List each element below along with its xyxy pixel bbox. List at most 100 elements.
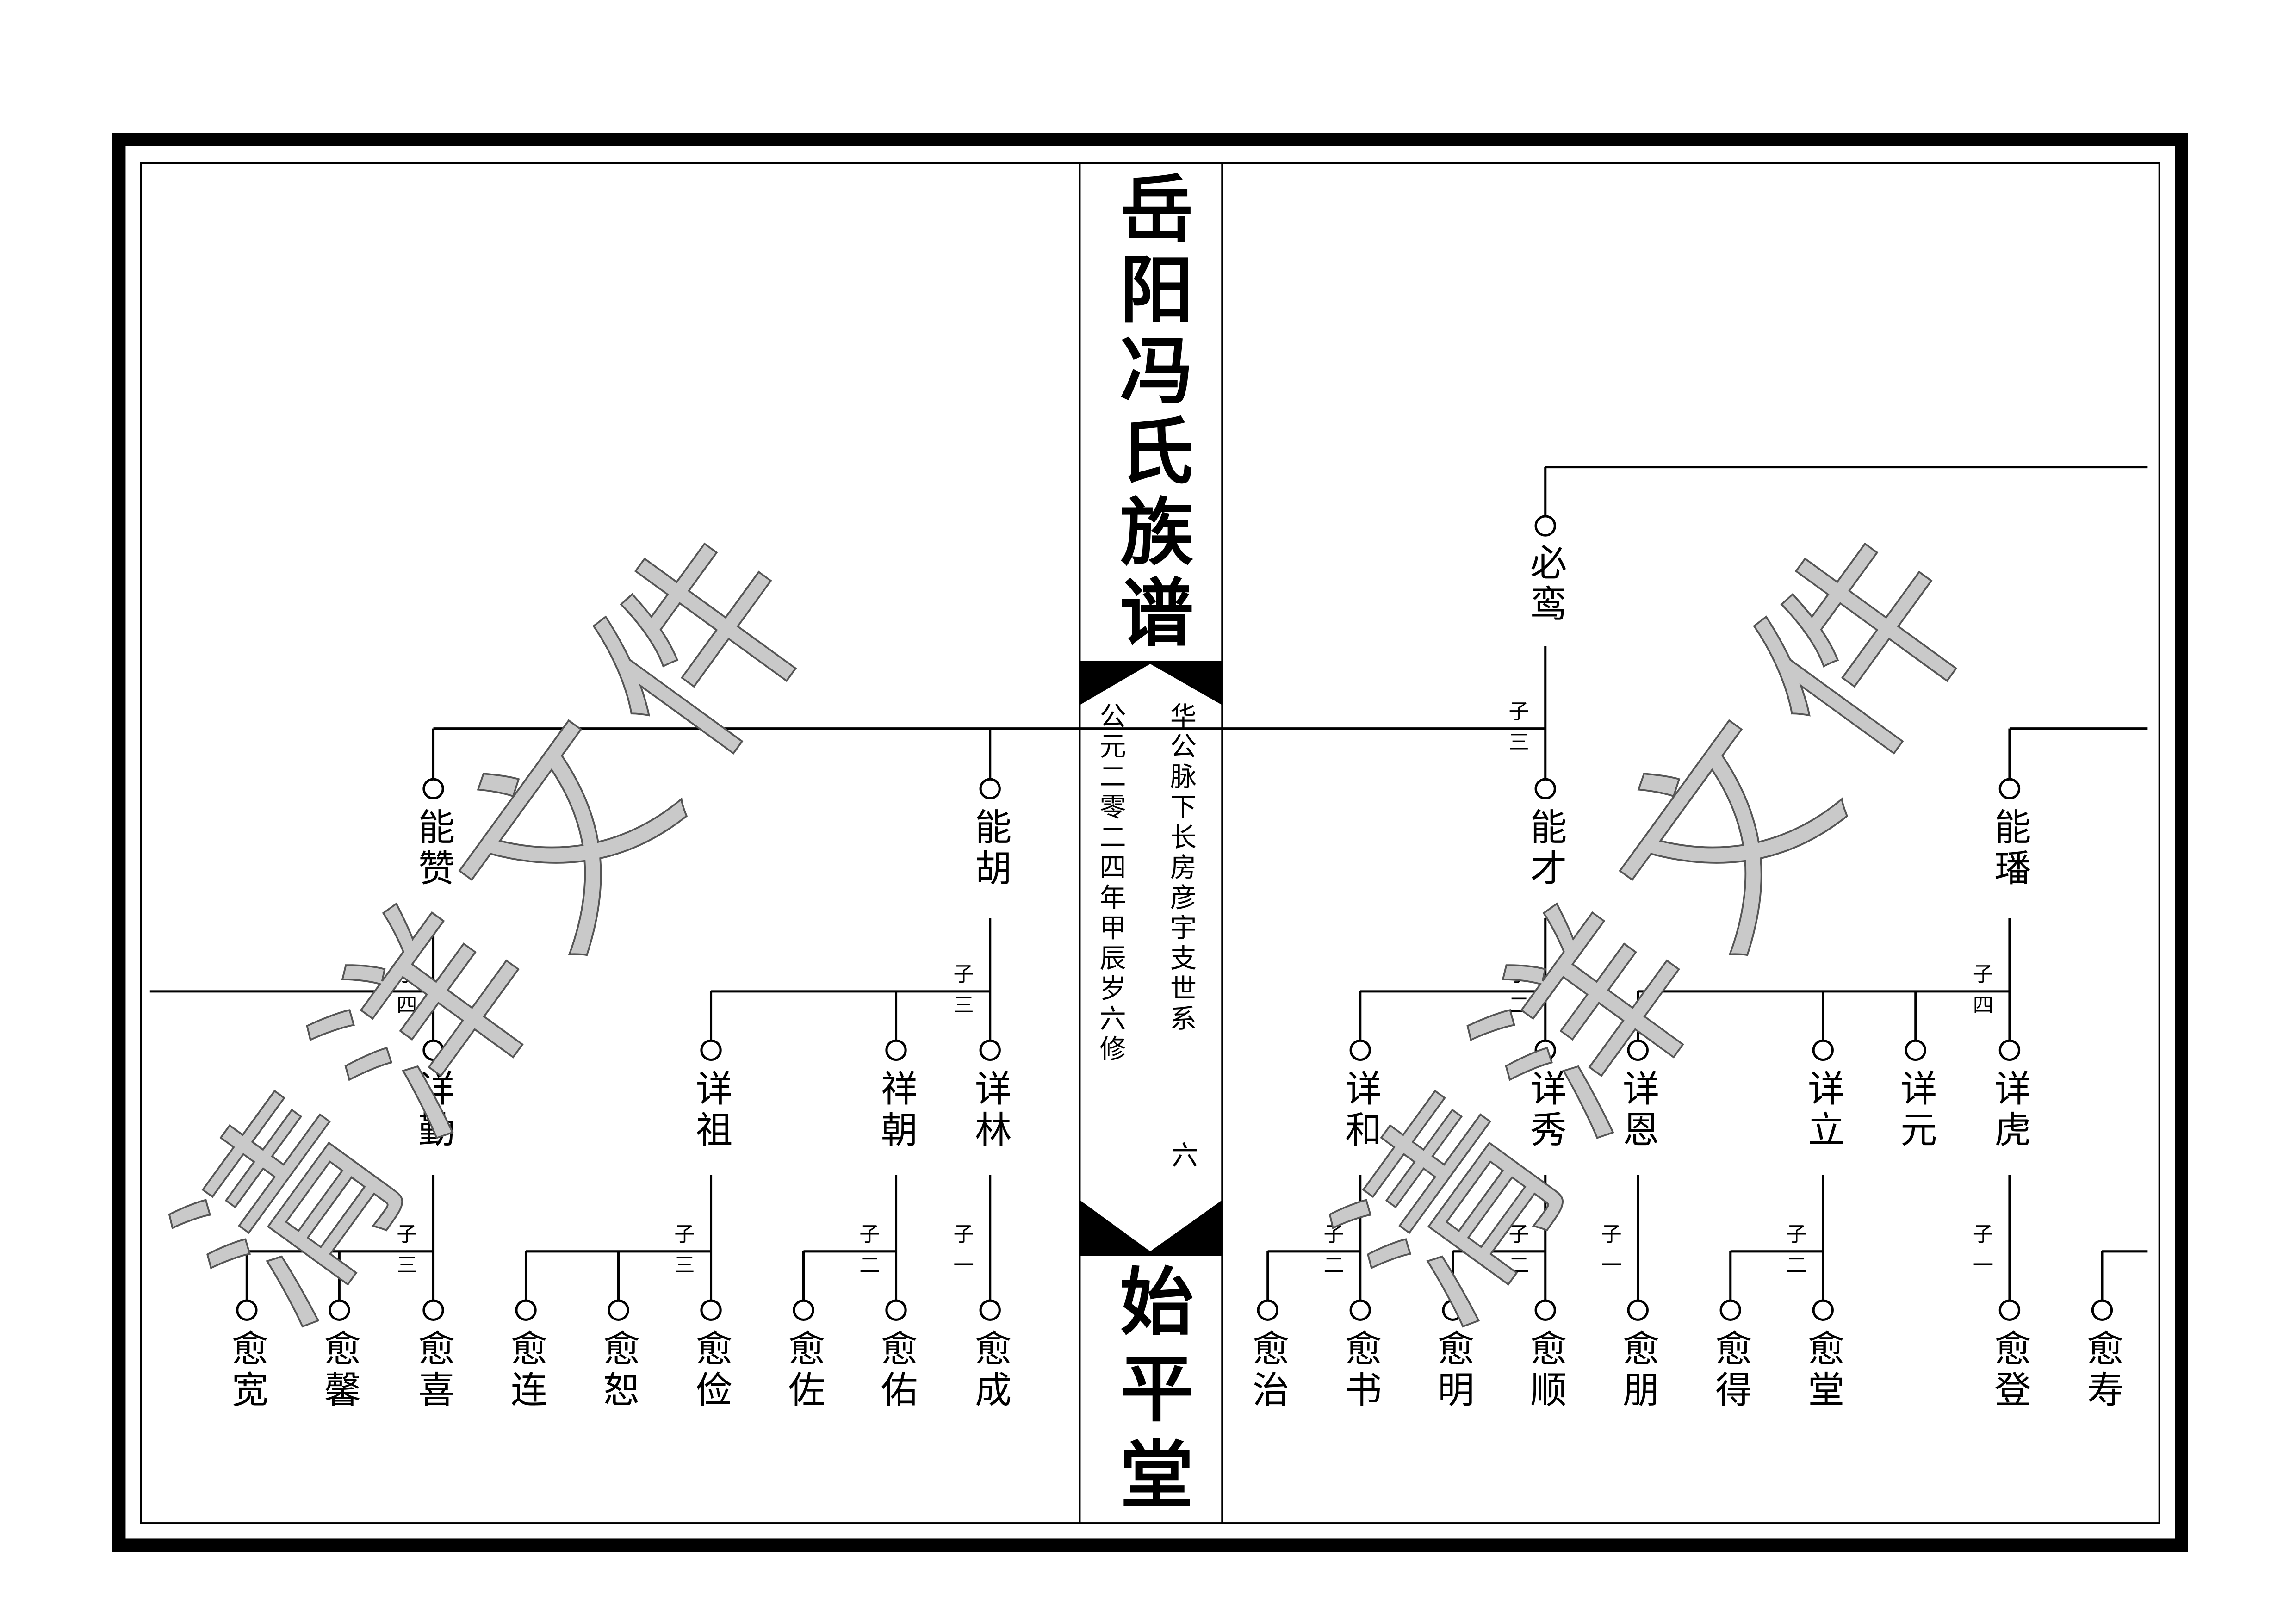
person-marker-icon <box>1719 1299 1741 1321</box>
person-marker-icon <box>1349 1299 1371 1321</box>
person-marker-icon <box>1998 1299 2021 1321</box>
person-name: 愈连 <box>504 1329 547 1412</box>
center-spine: 岳阳冯氏族谱 华公脉下长房彦宇支世系 公元二零二四年甲辰岁六修 六 始平堂 <box>1079 163 1223 1524</box>
person-name: 详立 <box>1801 1069 1844 1152</box>
person-marker-icon <box>1257 1299 1278 1321</box>
son-count: 一 <box>953 1253 974 1277</box>
bottom-band <box>1080 1200 1222 1256</box>
son-label: 子 <box>953 963 974 986</box>
person-name: 详祖 <box>689 1069 732 1152</box>
son-label: 子 <box>1973 1223 1993 1246</box>
person-name: 愈寿 <box>2080 1329 2123 1412</box>
person-marker-icon <box>1998 1039 2021 1061</box>
person-marker-icon <box>1534 515 1556 537</box>
person-marker-icon <box>700 1299 722 1321</box>
son-label: 子 <box>1508 963 1529 986</box>
person-marker-icon <box>422 778 444 799</box>
person-name: 愈治 <box>1246 1329 1289 1412</box>
person-name: 愈恕 <box>597 1329 640 1412</box>
son-label: 子 <box>397 963 417 986</box>
person-name: 能赞 <box>412 808 455 890</box>
person-marker-icon <box>885 1299 907 1321</box>
person-name: 详和 <box>1339 1069 1382 1152</box>
son-count: 一 <box>1601 1253 1621 1277</box>
son-count: 三 <box>953 993 974 1017</box>
person-name: 详恩 <box>1616 1069 1659 1152</box>
person-name: 愈朋 <box>1616 1329 1659 1412</box>
person-marker-icon <box>1534 1039 1556 1061</box>
watermark-right: 清洋文件 <box>1296 471 2037 1364</box>
person-marker-icon <box>1534 778 1556 799</box>
person-marker-icon <box>1905 1039 1926 1061</box>
son-count: 三 <box>1508 731 1529 754</box>
person-name: 愈登 <box>1988 1329 2031 1412</box>
person-name: 愈书 <box>1339 1329 1382 1412</box>
person-name: 愈堂 <box>1801 1329 1844 1412</box>
person-name: 愈俭 <box>689 1329 732 1412</box>
person-marker-icon <box>1998 778 2021 799</box>
son-label: 子 <box>1786 1223 1806 1246</box>
person-marker-icon <box>700 1039 722 1061</box>
son-label: 子 <box>1323 1223 1344 1246</box>
person-name: 愈成 <box>968 1329 1011 1412</box>
person-name: 能才 <box>1524 808 1567 890</box>
son-label: 子 <box>1508 700 1529 723</box>
lineage-label: 华公脉下长房彦宇支世系 <box>1166 702 1196 1035</box>
person-name: 详林 <box>968 1069 1011 1152</box>
person-marker-icon <box>1812 1039 1834 1061</box>
person-name: 愈得 <box>1709 1329 1752 1412</box>
son-label: 子 <box>953 1223 974 1246</box>
person-marker-icon <box>1627 1299 1649 1321</box>
edition-label: 公元二零二四年甲辰岁六修 <box>1095 702 1126 1065</box>
person-marker-icon <box>979 1039 1001 1061</box>
person-name: 愈佑 <box>875 1329 918 1412</box>
person-name: 祥朝 <box>875 1069 918 1152</box>
person-marker-icon <box>1349 1039 1371 1061</box>
page-number: 六 <box>1167 1141 1198 1171</box>
book-title: 岳阳冯氏族谱 <box>1107 170 1193 655</box>
son-label: 子 <box>1508 1223 1529 1246</box>
son-count: 二 <box>859 1253 880 1277</box>
son-label: 子 <box>1601 1223 1621 1246</box>
person-marker-icon <box>515 1299 537 1321</box>
person-marker-icon <box>422 1039 444 1061</box>
person-marker-icon <box>422 1299 444 1321</box>
person-marker-icon <box>2091 1299 2113 1321</box>
person-marker-icon <box>979 1299 1001 1321</box>
son-count: 二 <box>1508 993 1529 1017</box>
person-name: 愈佐 <box>782 1329 825 1412</box>
watermark-left: 清洋文件 <box>136 471 877 1364</box>
person-marker-icon <box>1812 1299 1834 1321</box>
son-label: 子 <box>859 1223 880 1246</box>
person-name: 能胡 <box>968 808 1011 890</box>
person-marker-icon <box>608 1299 629 1321</box>
son-count: 二 <box>1508 1253 1529 1277</box>
watermark-text: 清洋文件 <box>137 471 876 1363</box>
watermark-text: 清洋文件 <box>1297 471 2036 1363</box>
person-marker-icon <box>329 1299 350 1321</box>
son-label: 子 <box>397 1223 417 1246</box>
son-label: 子 <box>674 1223 695 1246</box>
person-name: 详秀 <box>1524 1069 1567 1152</box>
family-tree: 必鸾子三能才能胡能赞能璠子四详勤子三愈喜愈馨愈宽子三详林祥朝详祖子一愈成子二愈佑… <box>149 466 2148 1412</box>
son-count: 四 <box>397 993 417 1017</box>
person-marker-icon <box>885 1039 907 1061</box>
person-name: 愈顺 <box>1524 1329 1567 1412</box>
person-marker-icon <box>1627 1039 1649 1061</box>
hall-name: 始平堂 <box>1107 1263 1193 1523</box>
person-name: 愈宽 <box>225 1329 268 1412</box>
person-name: 愈喜 <box>412 1329 455 1412</box>
person-name: 必鸾 <box>1524 544 1567 626</box>
son-count: 三 <box>397 1253 417 1277</box>
outer-border <box>112 133 2188 1552</box>
person-name: 愈明 <box>1431 1329 1474 1412</box>
person-name: 详元 <box>1894 1069 1937 1152</box>
person-marker-icon <box>1534 1299 1556 1321</box>
person-marker-icon <box>236 1299 258 1321</box>
person-marker-icon <box>1442 1299 1464 1321</box>
son-count: 三 <box>674 1253 695 1277</box>
person-marker-icon <box>793 1299 814 1321</box>
person-name: 愈馨 <box>318 1329 361 1412</box>
person-name: 详勤 <box>412 1069 455 1152</box>
